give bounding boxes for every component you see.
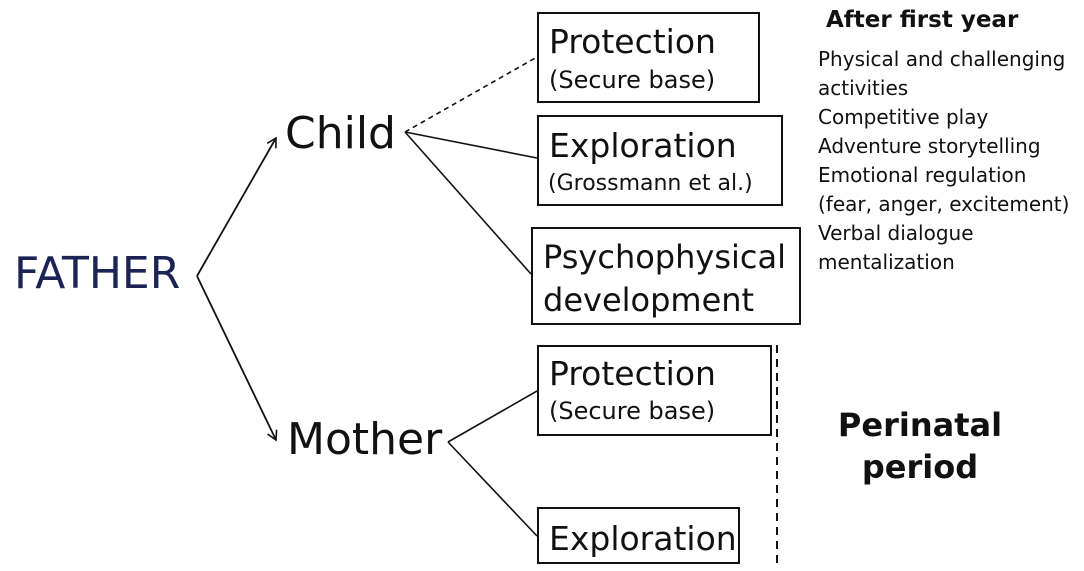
father-to-mother-arrow [196,275,278,442]
after-first-year-item: Adventure storytelling [818,134,1041,158]
mother-node: Mother [287,414,443,465]
child-exploration-subtitle: (Grossmann et al.) [548,171,753,196]
perinatal-period-label: Perinatal period [804,404,1036,488]
psychophysical-line2: development [543,281,755,319]
child-to-exploration-line [404,131,538,159]
mother-protection-title: Protection [549,354,716,393]
mother-protection-subtitle: (Secure base) [549,397,716,425]
psychophysical-development-box: Psychophysical development [531,227,801,325]
mother-exploration-box: Exploration [537,507,740,564]
mother-protection-box: Protection (Secure base) [537,345,772,436]
child-node: Child [285,108,396,159]
child-exploration-box: Exploration (Grossmann et al.) [537,115,783,206]
child-to-psychophysical-line [404,131,532,275]
child-protection-subtitle: (Secure base) [549,66,716,94]
after-first-year-item: Verbal dialogue [818,221,974,245]
after-first-year-item: (fear, anger, excitement) [818,192,1070,216]
mother-to-protection-line [447,390,538,443]
child-protection-title: Protection [549,22,716,61]
after-first-year-item: Competitive play [818,105,989,129]
psychophysical-line1: Psychophysical [543,238,786,276]
perinatal-line2: period [861,448,979,486]
child-exploration-title: Exploration [549,126,737,165]
after-first-year-item: Physical and challenging [818,47,1066,71]
father-to-child-arrow [196,136,277,277]
child-protection-box: Protection (Secure base) [537,12,760,103]
father-node: FATHER [14,248,181,299]
mother-exploration-title: Exploration [549,519,737,558]
after-first-year-item: mentalization [818,250,955,274]
after-first-year-item: Emotional regulation [818,163,1027,187]
after-first-year-item: activities [818,76,909,100]
after-first-year-heading: After first year [826,7,1019,33]
mother-to-exploration-line [447,441,538,537]
after-first-year-list: Physical and challenging activities Comp… [818,45,1069,277]
perinatal-line1: Perinatal [837,406,1003,444]
child-to-protection-dashed-line [404,56,538,133]
